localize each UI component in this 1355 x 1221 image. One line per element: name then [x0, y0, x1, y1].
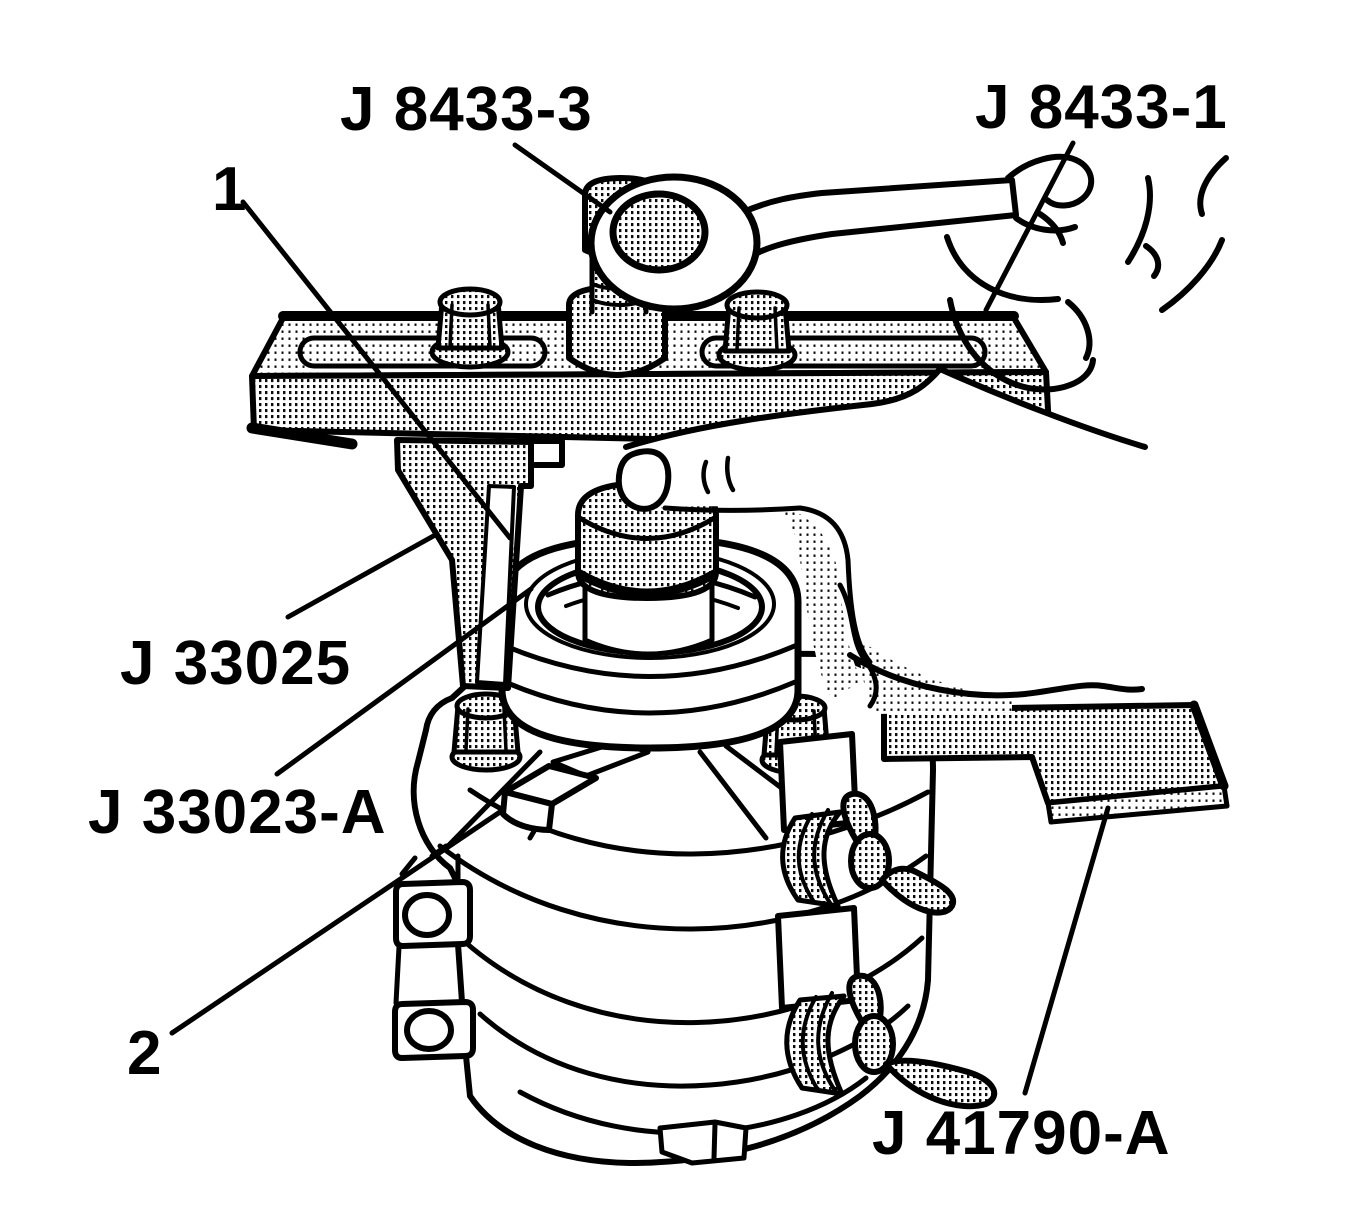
label-j8433-1: J 8433-1: [975, 73, 1228, 142]
open-end-wrench-jaw: [1159, 237, 1225, 313]
finger-top-edge: [623, 366, 943, 450]
bar-slot-right: [699, 335, 988, 369]
hand-side-crease: [837, 582, 879, 709]
open-end-wrench-jaw: [1197, 155, 1229, 217]
label-j33025: J 33025: [120, 629, 351, 698]
pump-mount-ear-upper: [393, 853, 473, 949]
mount-ear-hole: [404, 1008, 454, 1052]
finger-curl: [1065, 299, 1093, 361]
leader-item-1: [240, 199, 513, 541]
hand-shadow-band: [782, 508, 862, 700]
bar-bolt-left: [429, 286, 511, 370]
pump-hatch-mark: [399, 855, 418, 877]
finger-gap-crease: [1037, 211, 1066, 246]
finger-curl: [947, 297, 1096, 393]
finger-curl: [944, 234, 1061, 303]
pump-mount-ear-lower: [392, 944, 476, 1061]
wing-nut-upper: [780, 790, 957, 916]
pump-rib: [697, 749, 769, 841]
open-end-wrench-jaw: [1125, 175, 1153, 265]
bridge-leg: [394, 437, 565, 691]
bar-slot-left: [297, 335, 548, 369]
hand-fill: [624, 369, 1355, 700]
leader-j41790-a: [1022, 805, 1111, 1096]
callout-leaders: [169, 140, 1111, 1096]
wrench-handle: [738, 177, 1019, 260]
fixture-clamp-ear-lower: [775, 905, 861, 1011]
fingertip: [615, 448, 672, 512]
wing-nut-lower: [784, 972, 998, 1110]
shaft-post-shadow: [575, 569, 719, 598]
pump-shaft-post: [575, 480, 719, 657]
holding-fixture: [775, 700, 1230, 1110]
hand-top-right: [944, 153, 1229, 393]
finger-crease: [701, 459, 711, 495]
bridge-leg-step: [528, 438, 565, 468]
thumb-outline: [1005, 153, 1094, 209]
finger-crease: [724, 455, 736, 493]
leader-j8433-1: [983, 140, 1076, 313]
label-j33023-a: J 33023-A: [88, 778, 387, 847]
open-end-wrench-jaw: [1143, 243, 1162, 279]
hand-right: [615, 366, 1355, 714]
shaft-post-front-arc: [575, 514, 719, 541]
leader-j33025: [285, 531, 440, 620]
thumb-under-edge: [1013, 215, 1078, 234]
label-j41790-a: J 41790-A: [872, 1099, 1171, 1168]
label-item-2: 2: [127, 1019, 162, 1088]
bridge-leg-face: [475, 484, 516, 686]
label-j8433-3: J 8433-3: [340, 75, 593, 144]
bar-bolt-right: [716, 289, 798, 373]
pump-rib: [445, 749, 543, 849]
callout-labels: J 8433-3 J 8433-1 1 J 33025 J 33023-A 2 …: [88, 73, 1228, 1168]
collar-face-groove: [502, 679, 798, 716]
drive-key-tab: [500, 739, 651, 833]
leader-item-2: [169, 809, 503, 1036]
label-item-1: 1: [212, 155, 247, 224]
finger-curl-edge: [797, 505, 873, 665]
leader-j33023-a: [274, 586, 534, 777]
hand-bottom-edge: [847, 652, 1145, 699]
pump-bottom-tab: [657, 1119, 749, 1166]
leader-j8433-3: [512, 142, 613, 215]
hand-web-edge: [937, 366, 1148, 450]
fixture-base-plate-front: [1045, 783, 1230, 825]
collar-face-groove: [500, 642, 800, 679]
wrench-box-opening: [609, 190, 709, 274]
mount-ear-hole: [402, 892, 452, 938]
finger-bottom-edge: [662, 505, 803, 513]
wrench: [587, 173, 1019, 313]
